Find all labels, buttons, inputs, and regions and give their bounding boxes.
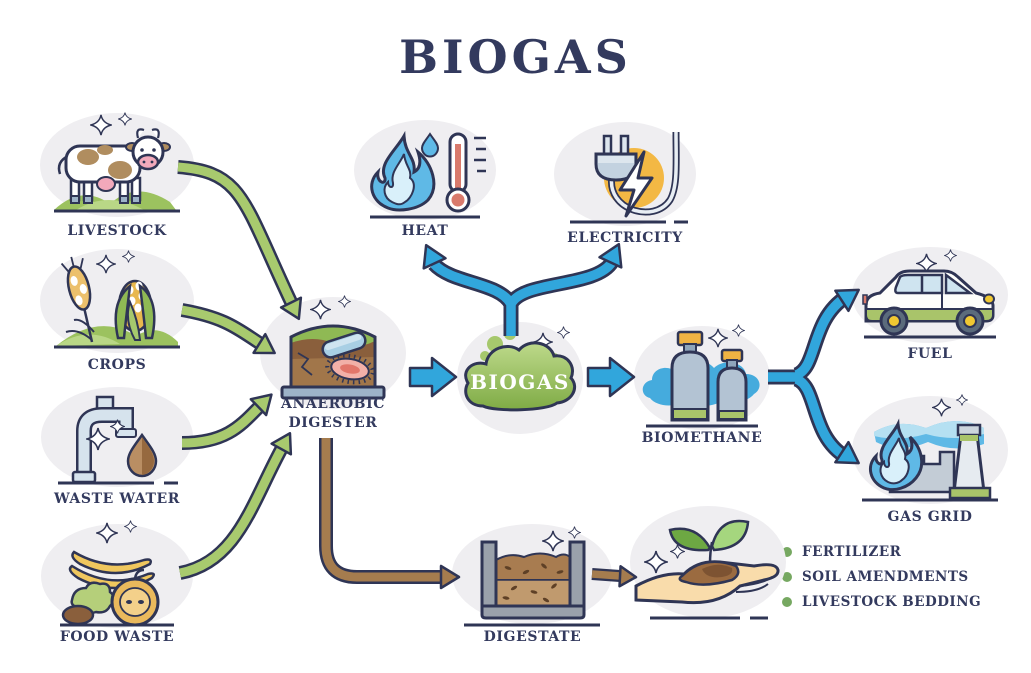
- node-gas-grid: GAS GRID: [850, 392, 1010, 525]
- list-item: SOIL AMENDMENTS: [782, 564, 1028, 589]
- node-biomethane: BIOMETHANE: [632, 322, 772, 446]
- list-item: FERTILIZER: [782, 539, 1028, 564]
- factory-flame-icon: [852, 394, 1008, 504]
- anaerobic-digester-label: ANAEROBIC DIGESTER: [281, 396, 385, 431]
- node-anaerobic-digester: ANAEROBIC DIGESTER: [258, 295, 408, 431]
- plug-lightning-icon: [554, 122, 696, 226]
- arrow-digester-to-biogas: [408, 356, 458, 398]
- food-waste-label: FOOD WASTE: [59, 629, 175, 645]
- cow-icon: [40, 112, 194, 217]
- digestate-uses-list: FERTILIZER SOIL AMENDMENTS LIVESTOCK BED…: [782, 539, 1028, 614]
- heat-label: HEAT: [401, 223, 449, 239]
- arrow-biogas-to-biomethane: [586, 356, 636, 398]
- node-plant-hand: [622, 500, 787, 628]
- node-electricity: ELECTRICITY: [552, 118, 698, 246]
- food-scraps-icon: [41, 520, 193, 628]
- electricity-label: ELECTRICITY: [567, 230, 683, 246]
- node-livestock: LIVESTOCK: [38, 112, 196, 239]
- use-label: LIVESTOCK BEDDING: [802, 593, 982, 610]
- node-fuel: FUEL: [850, 245, 1010, 362]
- arrow-digester-to-digestate: [319, 438, 461, 590]
- node-waste-water: WASTE WATER: [38, 385, 196, 507]
- node-heat: HEAT: [352, 118, 498, 239]
- page-title: BIOGAS: [399, 30, 632, 84]
- biogas-cloud-label: BIOGAS: [470, 370, 570, 394]
- use-label: SOIL AMENDMENTS: [802, 568, 969, 585]
- node-biogas: BIOGAS: [455, 318, 585, 436]
- faucet-drop-icon: [41, 387, 193, 487]
- arrow-food-waste-to-digester: [178, 432, 293, 580]
- flame-thermometer-icon: [354, 120, 496, 220]
- bullet-icon: [782, 546, 792, 557]
- digester-tank-icon: [260, 295, 406, 409]
- biomethane-label: BIOMETHANE: [641, 430, 763, 446]
- use-label: FERTILIZER: [802, 543, 902, 560]
- car-icon: [852, 247, 1008, 343]
- bullet-icon: [782, 571, 792, 582]
- green-gas-cloud-icon: [457, 322, 583, 434]
- livestock-label: LIVESTOCK: [67, 223, 167, 239]
- node-digestate: DIGESTATE: [450, 522, 615, 645]
- crops-label: CROPS: [87, 357, 147, 373]
- list-item: LIVESTOCK BEDDING: [782, 589, 1028, 614]
- digestate-label: DIGESTATE: [483, 629, 582, 645]
- node-crops: CROPS: [38, 248, 196, 373]
- hand-seedling-icon: [630, 506, 786, 620]
- node-food-waste: FOOD WASTE: [38, 520, 196, 645]
- fuel-label: FUEL: [907, 346, 953, 362]
- bullet-icon: [782, 596, 792, 607]
- waste-water-label: WASTE WATER: [53, 491, 180, 507]
- corn-wheat-icon: [40, 249, 194, 353]
- gas-grid-label: GAS GRID: [887, 509, 973, 525]
- compost-container-icon: [452, 524, 612, 627]
- gas-cylinders-icon: [634, 324, 770, 430]
